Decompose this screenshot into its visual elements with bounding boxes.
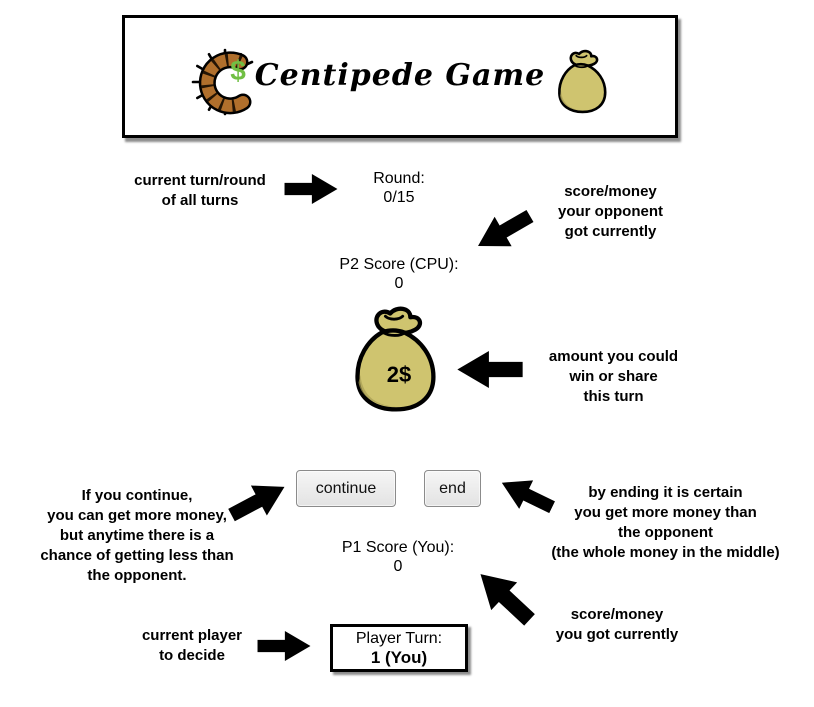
- player-turn-value: 1 (You): [370, 648, 428, 667]
- round-value: 0/15: [383, 189, 415, 206]
- arrow-up-left-steep-icon: [480, 574, 535, 626]
- continue-button[interactable]: continue: [296, 470, 396, 507]
- player-turn-label: Player Turn:: [355, 630, 443, 647]
- annotation-player-turn: current player to decide: [141, 627, 243, 664]
- annotation-pot: amount you could win or share this turn: [548, 348, 679, 405]
- p2-score-display: P2 Score (CPU): 0: [319, 255, 479, 293]
- dollar-sign-icon: $: [230, 55, 246, 86]
- annotation-continue: If you continue, you can get more money,…: [40, 487, 234, 584]
- money-pot-icon: [355, 306, 436, 412]
- arrow-down-left-icon: [478, 209, 534, 247]
- arrow-right-icon: [257, 631, 311, 661]
- p2-score-label: P2 Score (CPU):: [339, 256, 459, 273]
- p1-score-label: P1 Score (You):: [341, 539, 455, 556]
- arrow-up-right-icon: [228, 485, 285, 522]
- annotation-end: by ending it is certain you get more mon…: [551, 484, 780, 561]
- round-display: Round: 0/15: [319, 169, 479, 207]
- page-title: Centipede Game: [254, 58, 546, 93]
- arrow-up-left-icon: [501, 480, 556, 514]
- round-label: Round:: [373, 170, 425, 187]
- header-banner: $ Centipede Game: [122, 15, 678, 138]
- arrow-left-icon: [457, 351, 523, 388]
- p2-score-value: 0: [394, 275, 404, 292]
- centipede-icon: $: [191, 48, 254, 116]
- player-turn-box: Player Turn: 1 (You): [330, 624, 468, 672]
- p1-score-value: 0: [393, 558, 403, 575]
- arrow-right-icon: [284, 174, 338, 204]
- pot-amount: 2$: [386, 362, 412, 387]
- annotation-round: current turn/round of all turns: [134, 172, 266, 209]
- annotation-p1-score: score/money you got currently: [555, 606, 679, 643]
- money-bag-icon: [558, 49, 607, 114]
- annotation-p2-score: score/money your opponent got currently: [558, 183, 663, 240]
- end-button[interactable]: end: [424, 470, 481, 507]
- p1-score-display: P1 Score (You): 0: [318, 538, 478, 576]
